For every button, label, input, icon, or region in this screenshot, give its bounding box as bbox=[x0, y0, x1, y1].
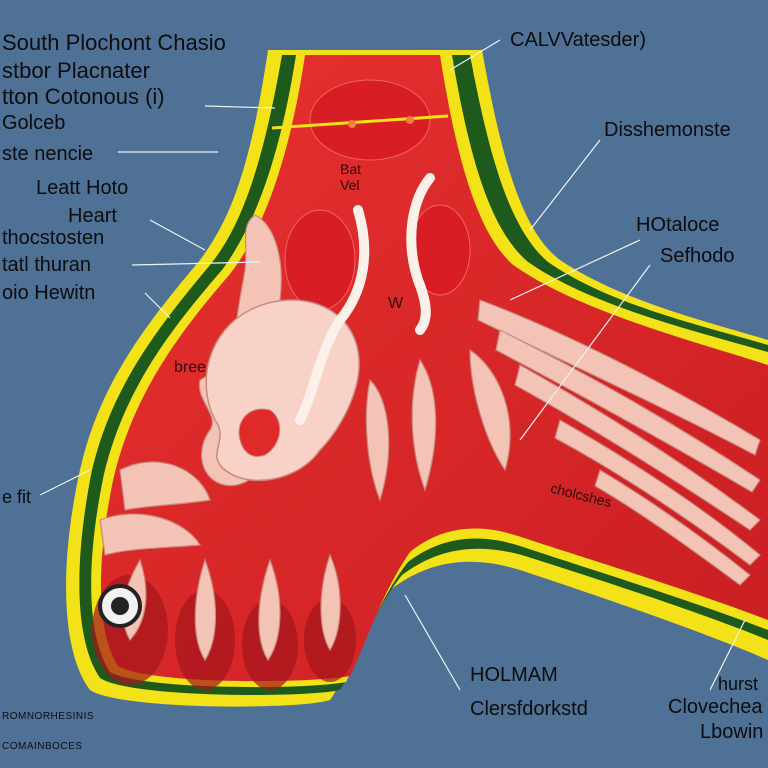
label-left-7: Heart bbox=[68, 205, 117, 227]
label-bottom-2: Clersfdorkstd bbox=[470, 698, 588, 720]
label-left-3: tton Cotonous (i) bbox=[2, 84, 165, 109]
nerve-right bbox=[406, 173, 435, 335]
label-right-2: HOtaloce bbox=[636, 214, 720, 236]
label-inside-1: Bat bbox=[340, 161, 362, 177]
label-bottom-1: HOLMAM bbox=[470, 664, 558, 686]
top-ligament-line bbox=[271, 114, 449, 130]
toenail-icon bbox=[98, 584, 142, 628]
label-inside-4: W bbox=[388, 295, 404, 312]
label-left-4: Golceb bbox=[2, 112, 66, 134]
label-left-11: e fit bbox=[2, 487, 32, 507]
nerve-left bbox=[295, 205, 370, 425]
leader-lines bbox=[39, 39, 746, 691]
label-footer-2: COMAINBOCES bbox=[2, 741, 83, 752]
label-left-10: oio Hewitn bbox=[2, 282, 96, 304]
label-left-9: tatl thuran bbox=[2, 254, 91, 276]
ligament-markers bbox=[348, 116, 414, 128]
label-bottom-3: Clovechea bbox=[668, 696, 763, 718]
label-left-8: thocstosten bbox=[2, 227, 105, 249]
label-left-2: stbor Placnater bbox=[2, 58, 150, 83]
label-footer-1: ROMNORHESINIS bbox=[2, 711, 95, 722]
label-inside-3: bree bbox=[174, 359, 207, 376]
label-right-1: Disshemonste bbox=[604, 119, 731, 141]
label-right-3: Sefhodo bbox=[660, 245, 735, 267]
heel-bone-hollow bbox=[238, 408, 280, 457]
label-top-right: CALVVatesder) bbox=[510, 29, 646, 51]
label-left-5: ste nencie bbox=[2, 143, 94, 165]
label-inside-2: Vel bbox=[340, 177, 360, 193]
label-bottom-4: hurst bbox=[718, 674, 759, 694]
label-left-6: Leatt Hoto bbox=[36, 177, 129, 199]
flesh-red bbox=[100, 55, 768, 682]
label-left-1: South Plochont Chasio bbox=[2, 30, 226, 55]
label-bottom-5: Lbowin bbox=[700, 721, 764, 743]
